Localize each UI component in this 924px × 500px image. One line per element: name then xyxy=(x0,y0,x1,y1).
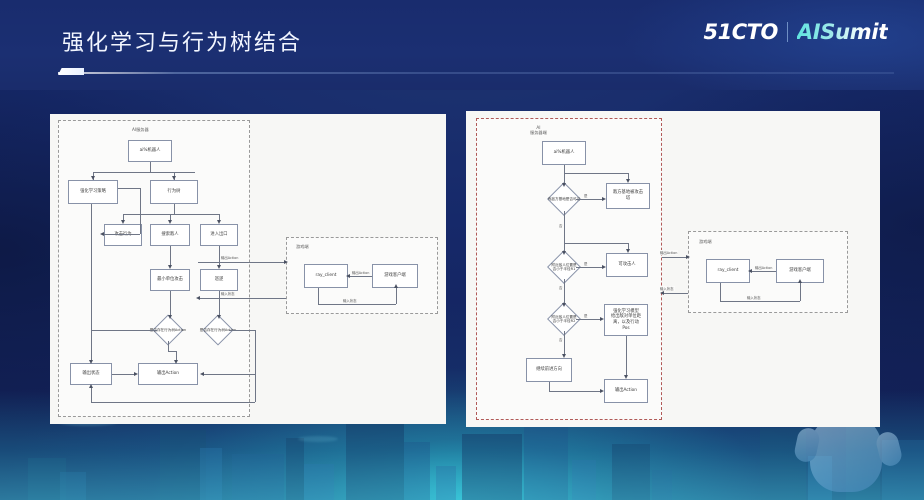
node-output-state: 输出状态 xyxy=(70,363,112,385)
left-container-label: AI服务器 xyxy=(132,127,149,132)
edge-label-output-action-game-r: 输出Action xyxy=(754,265,774,270)
logo-51cto-text: 51CTO xyxy=(703,20,779,44)
node-game-client-r: 游戏客户端 xyxy=(776,259,824,283)
left-diagram-panel: AI服务器 游戏端 ai%机器人 强化学习策略 行为树 攻击行为 搜索敌人 进入… xyxy=(50,114,446,424)
node-ai-robot: ai%机器人 xyxy=(128,140,172,162)
node-enemy-base-tower: 敌方基地被攻击 塔 xyxy=(606,183,650,209)
edge-label-input-state-r: 输入状态 xyxy=(659,286,675,291)
header-divider xyxy=(58,72,894,74)
edge-label-yes-e3: 是 xyxy=(583,313,589,318)
logo-aisummit-text: AISumit xyxy=(796,20,888,44)
edge-label-input-state-l: 输入状态 xyxy=(220,291,236,296)
edge-label-output-action-game-l: 输出Action xyxy=(351,270,371,275)
edge-label-yes-e1: 是 xyxy=(583,193,589,198)
node-rl-policy: 强化学习策略 xyxy=(68,180,118,204)
node-enter-exit: 进入出口 xyxy=(200,224,238,246)
edge-label-no-e3: 否 xyxy=(558,337,564,342)
edge-label-no-e2: 否 xyxy=(558,285,564,290)
edge-label-output-action-l: 输出Action xyxy=(220,255,240,260)
node-ray-client-r: ray_client xyxy=(706,259,750,283)
logo-divider xyxy=(786,22,788,42)
node-behavior-tree: 行为树 xyxy=(150,180,198,204)
node-continue-forward: 继续前进方向 xyxy=(526,358,572,382)
brand-logo: 51CTO AISumit xyxy=(703,20,889,44)
node-ray-client: ray_client xyxy=(304,264,348,288)
node-ai-robot-r: ai%机器人 xyxy=(542,141,586,165)
node-attack-action: 攻击行为 xyxy=(104,224,142,246)
node-output-action-r: 输出Action xyxy=(604,379,648,403)
node-rl-model-output: 强化学习模型 给出敌对单位距 离，以及行动 Pos xyxy=(604,304,648,336)
edge-label-input-state-game-r: 输入状态 xyxy=(746,295,762,300)
node-patrol: 巡逻 xyxy=(200,269,238,291)
header-band xyxy=(0,0,924,90)
node-attackable-enemy: 可攻击人 xyxy=(606,253,648,277)
right-diagram-panel: AI 服务器端 游戏端 ai%机器人 敌方基地被攻击 塔 可攻击人 强化学习模型… xyxy=(466,111,880,427)
edge-label-output-action-r: 输出Action xyxy=(659,250,679,255)
edge-label-no-e1: 否 xyxy=(558,223,564,228)
right-container-label: AI 服务器端 xyxy=(530,125,547,136)
header-divider-accent xyxy=(58,68,84,75)
edge-label-yes-e2: 是 xyxy=(583,261,589,266)
page-title: 强化学习与行为树结合 xyxy=(62,31,303,56)
node-output-action: 输出Action xyxy=(138,363,198,385)
node-search-enemy: 搜索敌人 xyxy=(150,224,190,246)
right-side-label: 游戏端 xyxy=(699,239,712,244)
node-min-unit-attack: 最小单位攻击 xyxy=(150,269,190,291)
edge-label-input-state-game-l: 输入状态 xyxy=(342,298,358,303)
left-side-label: 游戏端 xyxy=(296,244,309,249)
